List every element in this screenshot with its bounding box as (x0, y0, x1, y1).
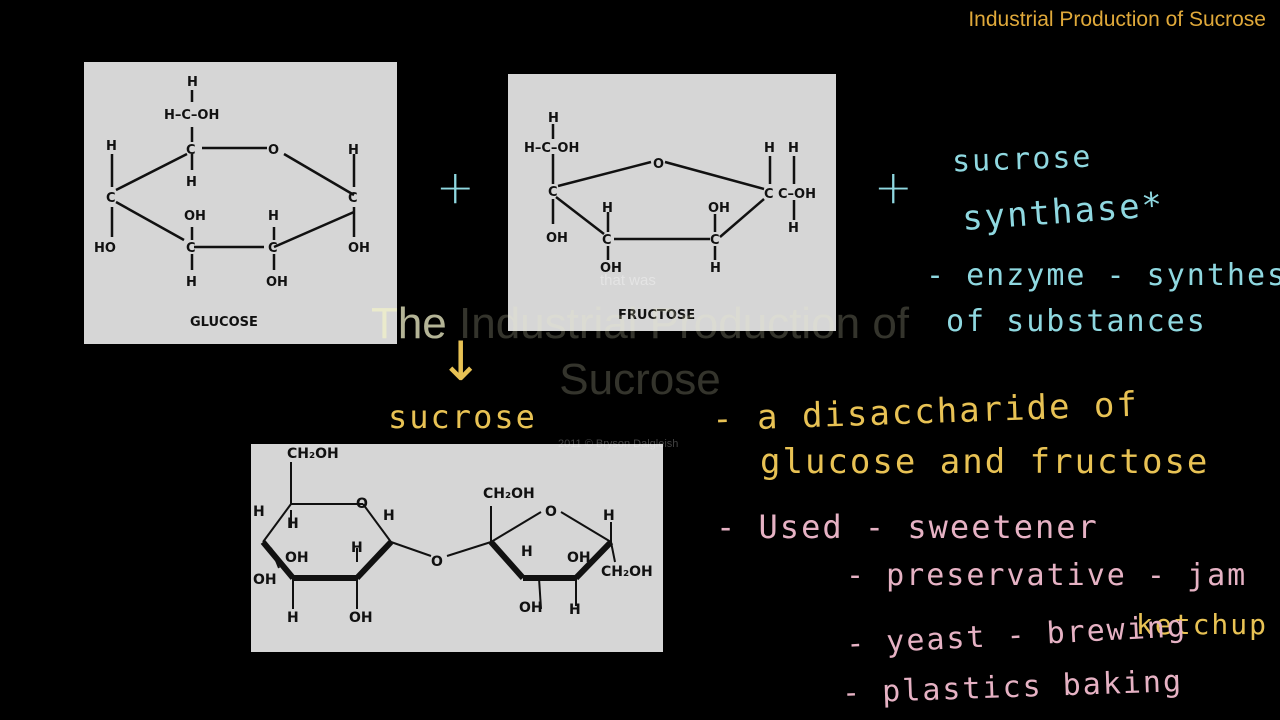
atom-h: H (764, 141, 775, 156)
overlay-title-first-word: The (370, 299, 447, 348)
atom-h: H (348, 143, 359, 158)
atom-h: H (186, 275, 197, 290)
atom-h: H (187, 75, 198, 90)
atom-c: C (106, 191, 116, 206)
fructose-label: FRUCTOSE (618, 308, 695, 323)
atom-h: H (602, 201, 613, 216)
atom-h: H (788, 221, 799, 236)
atom-h: H (268, 209, 279, 224)
atom-h: H (106, 139, 117, 154)
fructose-structure-diagram: H H–C–OH C OH O H C OH OH C H H H C C–OH… (524, 111, 816, 323)
glucose-structure-panel: H H–C–OH C O H H C OH H C HO OH C H H C … (84, 62, 397, 344)
atom-oh: OH (708, 201, 730, 216)
note-plastics-baking: - plastics baking (841, 664, 1184, 711)
note-sucrose: sucrose (951, 139, 1094, 180)
atom-c: C (268, 241, 278, 256)
note-enzyme-synthesis: - enzyme - synthesis (926, 258, 1280, 293)
atom-h: H (710, 261, 721, 276)
atom-oh: OH (348, 241, 370, 256)
overlay-title: The Industrial Production of Sucrose (280, 296, 1000, 408)
atom-h: H (603, 508, 615, 524)
atom-c: C (186, 241, 196, 256)
atom-h: H (287, 610, 299, 626)
atom-h: H (788, 141, 799, 156)
atom-c: C (764, 187, 774, 202)
atom-h: H (569, 602, 581, 618)
atom-oh: OH (184, 209, 206, 224)
atom-ch2oh: CH₂OH (287, 446, 339, 462)
note-synthase: synthase* (960, 184, 1166, 240)
page-title: Industrial Production of Sucrose (968, 8, 1266, 31)
overlay-title-line2: Sucrose (559, 355, 721, 404)
down-arrow-icon: ↓ (438, 330, 484, 393)
atom-c: C (602, 233, 612, 248)
atom-oh: OH (349, 610, 373, 626)
atom-ch2oh: CH₂OH (483, 486, 535, 502)
atom-h: H (186, 175, 197, 190)
copyright-text: 2011 © Bryson Dalgleish (558, 438, 679, 450)
atom-h: H (548, 111, 559, 126)
plus-sign: + (874, 160, 913, 214)
glucose-label: GLUCOSE (190, 315, 258, 330)
atom-oh: OH (600, 261, 622, 276)
atom-c: C (710, 233, 720, 248)
atom-c: C (348, 191, 358, 206)
plus-sign: + (436, 160, 475, 214)
atom-c: C (548, 185, 558, 200)
note-glucose-fructose: glucose and fructose (760, 442, 1210, 482)
atom-coh: C–OH (778, 187, 816, 202)
note-preservative-jam: - preservative - jam (846, 558, 1248, 593)
fructose-structure-panel: H H–C–OH C OH O H C OH OH C H H H C C–OH… (508, 74, 836, 331)
overlay-title-rest: Industrial Production of (459, 299, 910, 348)
atom-oh: OH (546, 231, 568, 246)
ring-oxygen: O (356, 496, 368, 512)
atom-oh: OH (519, 600, 543, 616)
atom-hcoh: H–C–OH (164, 108, 219, 123)
atom-h: H (383, 508, 395, 524)
atom-h: H (253, 504, 265, 520)
ring-oxygen: O (545, 504, 557, 520)
note-ketchup: ketchup (1136, 608, 1269, 641)
glucose-structure-diagram: H H–C–OH C O H H C OH H C HO OH C H H C … (94, 75, 370, 330)
atom-ho: HO (94, 241, 116, 256)
atom-oh: OH (266, 275, 288, 290)
note-of-substances: of substances (946, 304, 1207, 339)
atom-c: C (186, 143, 196, 158)
atom-h: H (351, 540, 363, 556)
ring-oxygen: O (268, 143, 279, 158)
atom-h: H (287, 516, 299, 532)
sucrose-structure-panel: CH₂OH O H H H OH OH H H OH O CH₂OH O H C… (251, 444, 663, 652)
overlay-subtitle: that was (600, 272, 656, 289)
atom-hcoh: H–C–OH (524, 141, 579, 156)
atom-ch2oh: CH₂OH (601, 564, 653, 580)
glycosidic-oxygen: O (431, 554, 443, 570)
atom-oh: OH (567, 550, 591, 566)
note-yeast-brewing: - yeast - brewing (845, 609, 1188, 662)
ring-oxygen: O (653, 157, 664, 172)
atom-oh: OH (285, 550, 309, 566)
sucrose-structure-diagram: CH₂OH O H H H OH OH H H OH O CH₂OH O H C… (253, 446, 653, 626)
atom-h: H (521, 544, 533, 560)
note-used-sweetener: - Used - sweetener (716, 508, 1099, 546)
atom-oh: OH (253, 572, 277, 588)
note-sucrose-product: sucrose (388, 398, 537, 436)
